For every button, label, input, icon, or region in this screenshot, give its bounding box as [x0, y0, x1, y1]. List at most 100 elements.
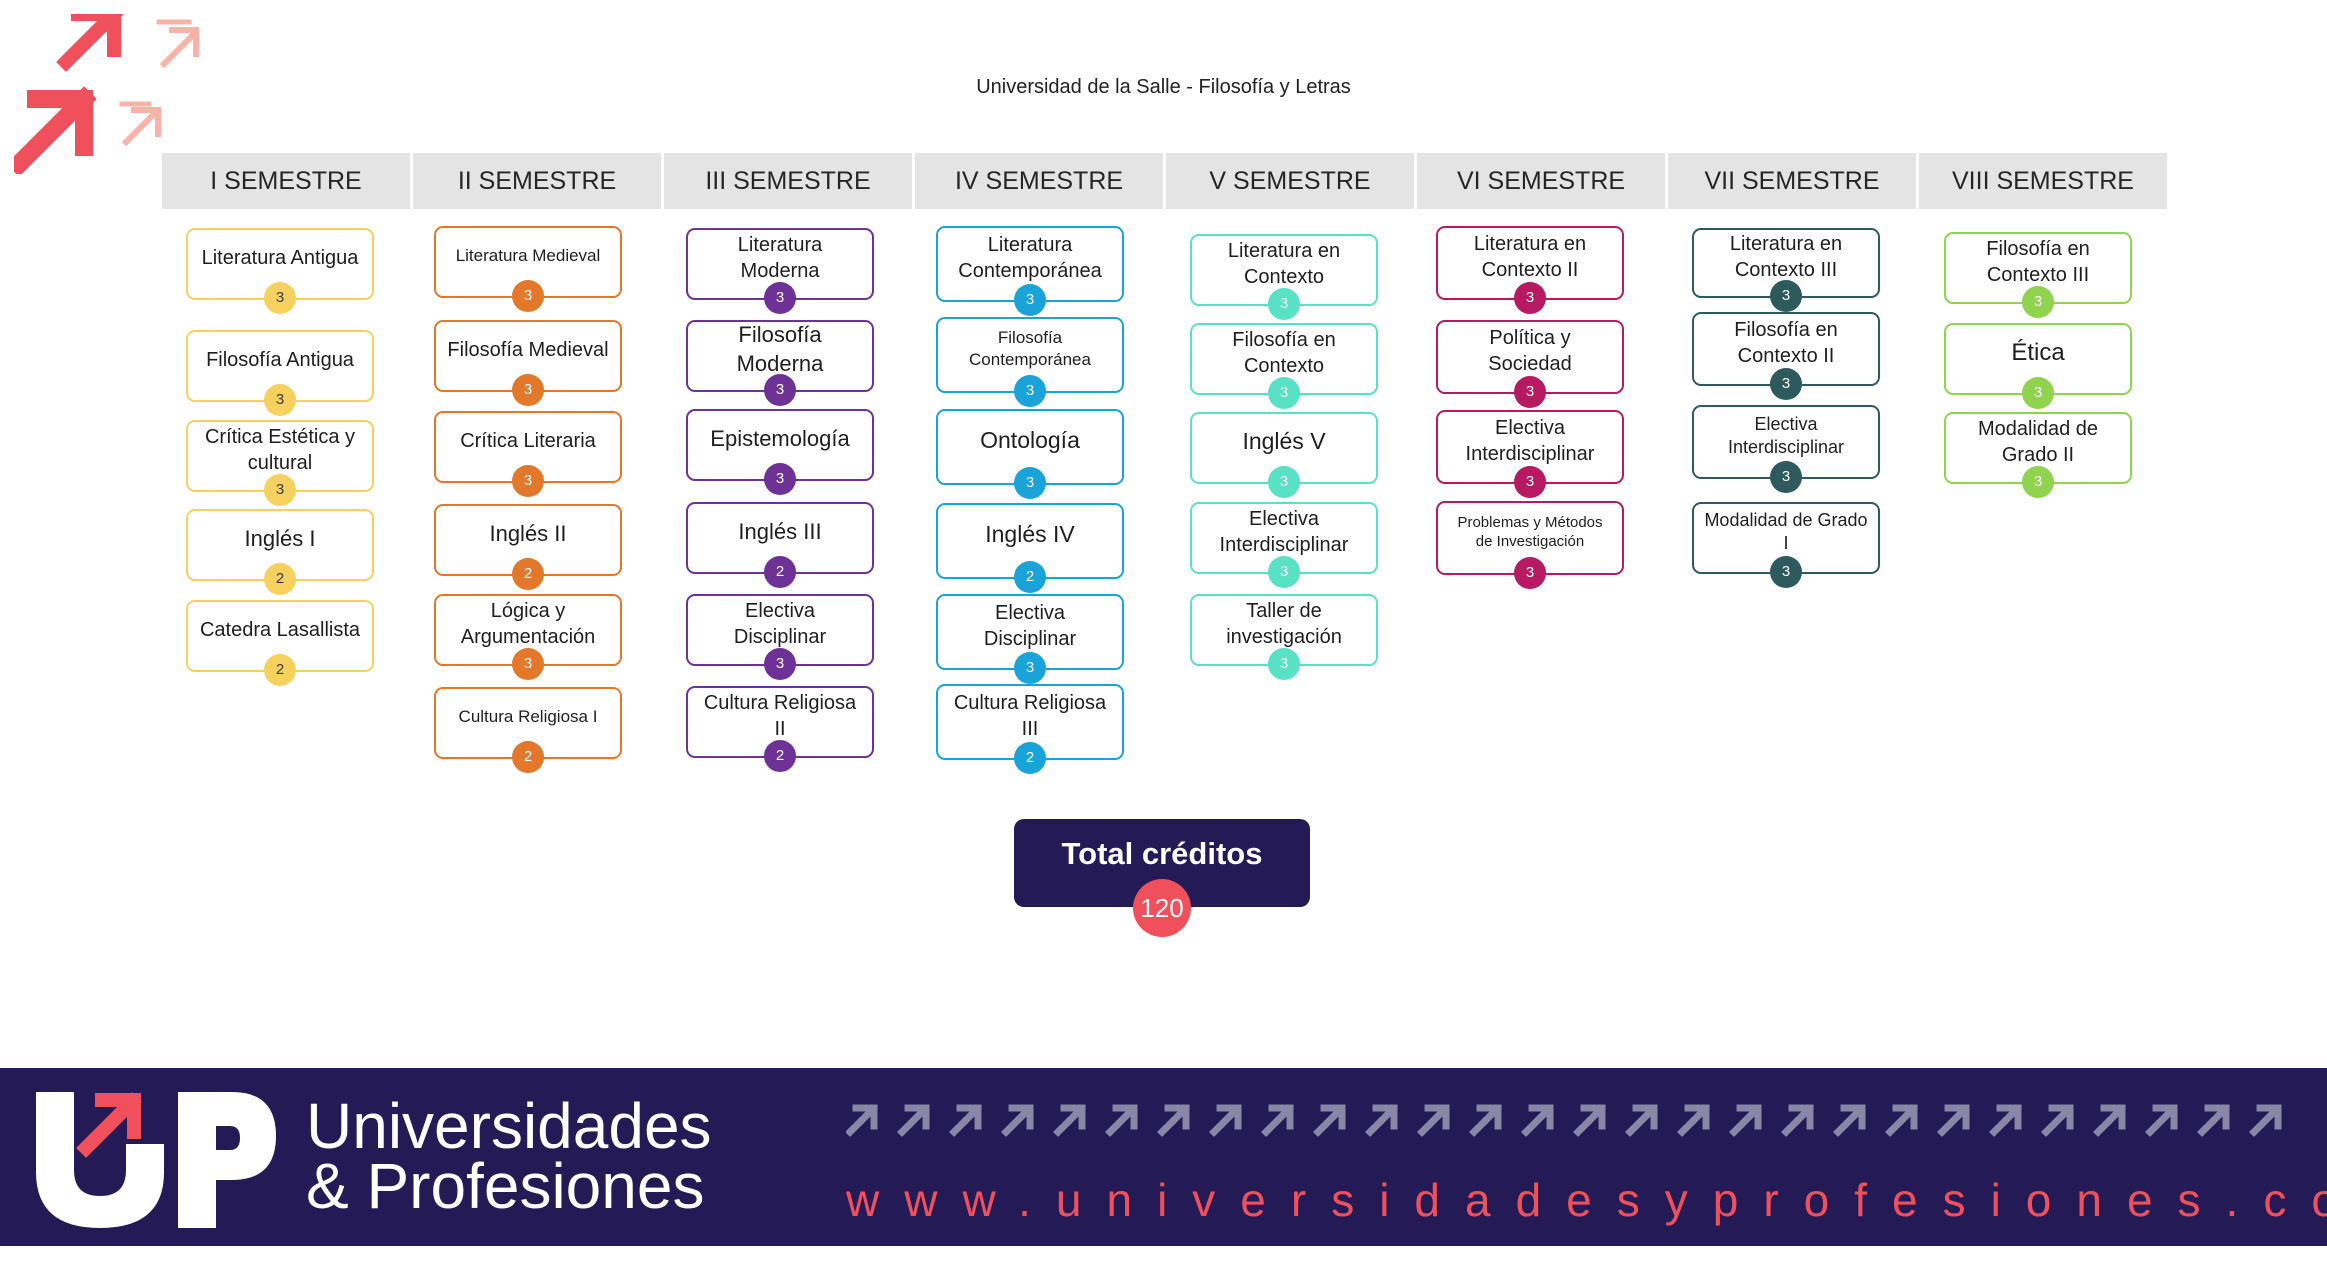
credit-badge: 3 — [1770, 368, 1802, 400]
course-card: Inglés II 2 — [434, 504, 622, 590]
credit-badge: 3 — [2022, 377, 2054, 409]
credit-badge: 3 — [1268, 466, 1300, 498]
course-name: Ontología — [980, 427, 1080, 454]
course-name: Crítica Estética y cultural — [204, 426, 356, 474]
credit-badge: 3 — [1268, 648, 1300, 680]
course-name: Cultura Religiosa II — [703, 692, 857, 740]
course-card: Catedra Lasallista 2 — [186, 600, 374, 686]
credit-badge: 2 — [764, 556, 796, 588]
total-credits-value: 120 — [1133, 879, 1191, 937]
course-name: Modalidad de Grado II — [1977, 418, 2099, 466]
course-name: Filosofía Moderna — [736, 322, 824, 376]
credit-badge: 3 — [1514, 376, 1546, 408]
course-card: Literatura Medieval 3 — [434, 226, 622, 312]
total-credits-label: Total créditos — [1061, 836, 1263, 871]
course-name: Inglés V — [1242, 428, 1326, 455]
course-name: Electiva Interdisciplinar — [1465, 417, 1595, 465]
course-name: Inglés II — [489, 520, 567, 546]
course-name: Electiva Disciplinar — [733, 600, 827, 648]
credit-badge: 2 — [264, 563, 296, 595]
course-name: Ética — [2011, 339, 2065, 367]
credit-badge: 3 — [1770, 280, 1802, 312]
credit-badge: 3 — [264, 282, 296, 314]
course-name: Literatura Contemporánea — [958, 234, 1102, 282]
semester-header: IV SEMESTRE — [915, 153, 1163, 209]
credit-badge: 2 — [1014, 742, 1046, 774]
brand-line-1: Universidades — [306, 1090, 712, 1162]
credit-badge: 3 — [512, 465, 544, 497]
course-name: Filosofía en Contexto — [1232, 329, 1336, 377]
course-name: Literatura Medieval — [455, 245, 601, 265]
course-name: Filosofía Medieval — [447, 339, 609, 361]
credit-badge: 2 — [512, 558, 544, 590]
course-card: Ética 3 — [1944, 323, 2132, 409]
credit-badge: 3 — [512, 280, 544, 312]
course-name: Taller de investigación — [1226, 600, 1342, 648]
course-name: Electiva Interdisciplinar — [1219, 508, 1349, 556]
course-name: Cultura Religiosa III — [953, 692, 1107, 740]
course-name: Catedra Lasallista — [199, 619, 361, 641]
corner-arrows-logo-icon — [14, 14, 199, 174]
credit-badge: 3 — [1014, 284, 1046, 316]
course-name: Literatura Moderna — [737, 234, 823, 282]
credit-badge: 3 — [1268, 556, 1300, 588]
credit-badge: 3 — [1770, 556, 1802, 588]
course-name: Filosofía Antigua — [206, 349, 354, 371]
brand-line-2: & Profesiones — [306, 1150, 705, 1222]
credit-badge: 3 — [1268, 288, 1300, 320]
semester-header: VII SEMESTRE — [1668, 153, 1916, 209]
semester-header: III SEMESTRE — [664, 153, 912, 209]
credit-badge: 3 — [1514, 557, 1546, 589]
credit-badge: 3 — [1014, 375, 1046, 407]
credit-badge: 3 — [764, 463, 796, 495]
course-name: Inglés I — [244, 525, 316, 551]
course-name: Inglés III — [738, 518, 822, 544]
semester-header: I SEMESTRE — [162, 153, 410, 209]
website-url[interactable]: www.universidadesyprofesiones.com — [846, 1174, 2327, 1226]
course-card: Inglés V 3 — [1190, 412, 1378, 498]
semester-header: V SEMESTRE — [1166, 153, 1414, 209]
credit-badge: 3 — [1014, 652, 1046, 684]
course-name: Epistemología — [710, 425, 850, 451]
semester-header: VIII SEMESTRE — [1919, 153, 2167, 209]
course-card: Inglés I 2 — [186, 509, 374, 595]
credit-badge: 3 — [1268, 377, 1300, 409]
course-name: Lógica y Argumentación — [460, 600, 596, 648]
course-name: Literatura en Contexto — [1227, 240, 1341, 288]
credit-badge: 3 — [2022, 466, 2054, 498]
credit-badge: 2 — [512, 741, 544, 773]
course-card: Epistemología 3 — [686, 409, 874, 495]
course-name: Literatura en Contexto III — [1729, 233, 1843, 281]
credit-badge: 3 — [764, 648, 796, 680]
footer-banner: Universidades & Profesiones www.universi… — [0, 1068, 2327, 1246]
credit-badge: 3 — [764, 374, 796, 406]
credit-badge: 2 — [264, 654, 296, 686]
credit-badge: 3 — [512, 648, 544, 680]
credit-badge: 3 — [264, 384, 296, 416]
